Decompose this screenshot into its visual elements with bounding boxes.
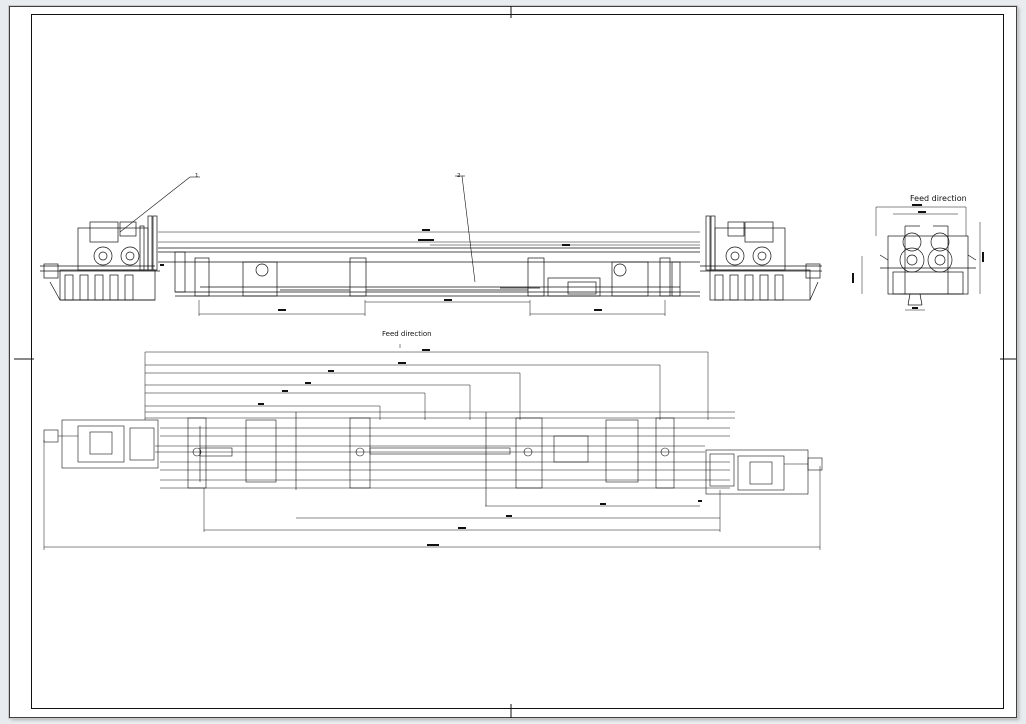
part-callout-leaders: [119, 175, 476, 283]
callout-2-label: 2: [457, 173, 461, 179]
elevation-dimension-text: [160, 229, 602, 311]
callout-1-label: 1: [195, 173, 199, 179]
feed-direction-side-label: Feed direction: [910, 194, 967, 203]
left-unit-elevation: [40, 215, 160, 301]
plan-stands: [187, 412, 675, 506]
center-frame-elevation: [158, 247, 700, 297]
sheet-border: [9, 6, 1017, 718]
plan-dimensions: [43, 344, 821, 550]
elevation-dimensions: [158, 231, 700, 316]
drawing-labels: 1 2 Feed direction Feed direction: [195, 173, 967, 338]
plan-dimension-text: [258, 349, 702, 546]
plan-rails: [145, 411, 735, 489]
right-unit-elevation: [700, 215, 822, 301]
drawing-sheet: [9, 6, 1017, 718]
left-unit-plan: [43, 419, 159, 469]
feed-direction-plan-label: Feed direction: [382, 330, 432, 338]
side-elevation-view: [40, 175, 822, 316]
end-elevation-view: [852, 204, 984, 311]
end-view-dimensions: [861, 206, 981, 311]
plan-view: [43, 344, 823, 550]
right-unit-plan: [705, 449, 823, 495]
